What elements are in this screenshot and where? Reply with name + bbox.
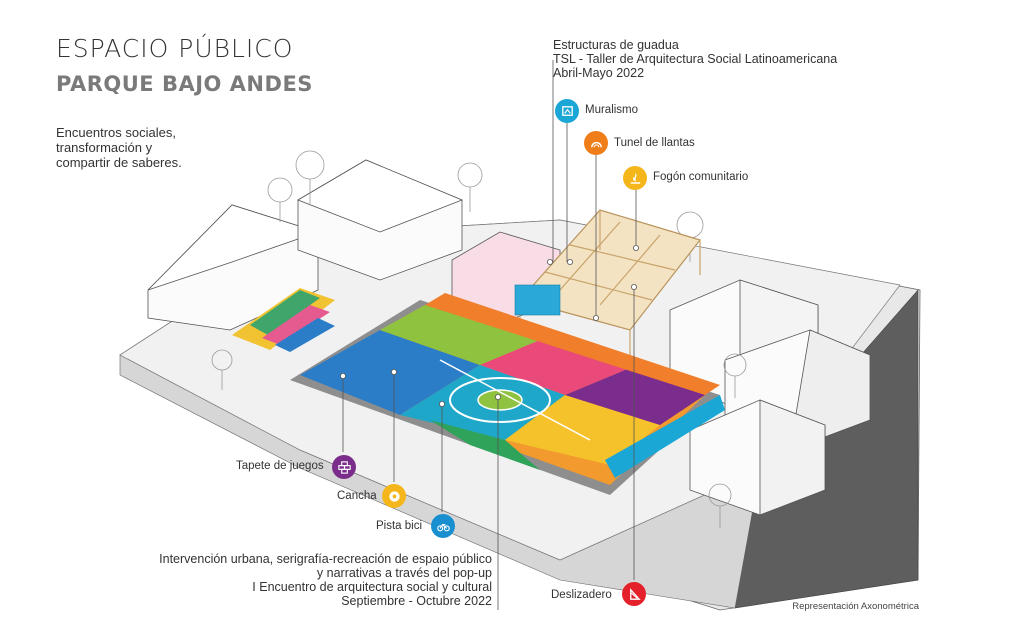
callout-label-tapete: Tapete de juegos	[236, 460, 324, 472]
mural-icon	[555, 99, 579, 123]
intervention-line: y narrativas a través del pop-up	[316, 566, 492, 580]
callout-label-fogon: Fogón comunitario	[653, 171, 749, 183]
buildings	[147, 159, 871, 516]
credits-block: Estructuras de guadua TSL - Taller de Ar…	[553, 38, 837, 80]
credits-line: TSL - Taller de Arquitectura Social Lati…	[553, 52, 838, 66]
intervention-line: Intervención urbana, serigrafía-recreaci…	[159, 552, 492, 566]
page-title: ESPACIO PÚBLICO	[56, 34, 294, 63]
callout-label-muralismo: Muralismo	[585, 104, 639, 116]
callout-label-cancha: Cancha	[337, 490, 377, 502]
tunnel-icon	[584, 131, 608, 155]
credits-line: Abril-Mayo 2022	[553, 66, 645, 80]
fire-icon	[623, 166, 647, 190]
callout-label-tunel: Tunel de llantas	[614, 137, 695, 149]
representation-caption: Representación Axonométrica	[792, 601, 919, 612]
mural-wall	[514, 284, 561, 316]
court-area	[290, 293, 725, 495]
callout-label-bici: Pista bici	[376, 520, 423, 532]
callout-label-deslizadero: Deslizadero	[551, 589, 612, 601]
slide-icon	[622, 582, 646, 606]
intervention-line: I Encuentro de arquitectura social y cul…	[252, 580, 492, 594]
ball-icon	[382, 484, 406, 508]
intervention-text: Intervención urbana, serigrafía-recreaci…	[140, 552, 492, 608]
intro-line: transformación y	[56, 140, 153, 155]
intro-line: Encuentros sociales,	[56, 125, 176, 140]
intro-text: Encuentros sociales, transformación y co…	[56, 125, 256, 170]
intro-line: compartir de saberes.	[56, 155, 182, 170]
credits-line: Estructuras de guadua	[553, 38, 679, 52]
hopscotch-icon	[332, 455, 356, 479]
slope-mat	[232, 288, 335, 352]
intervention-line: Septiembre - Octubre 2022	[341, 594, 492, 608]
callout-lines	[339, 60, 640, 610]
bike-icon	[431, 514, 455, 538]
page-subtitle: PARQUE BAJO ANDES	[56, 72, 313, 96]
